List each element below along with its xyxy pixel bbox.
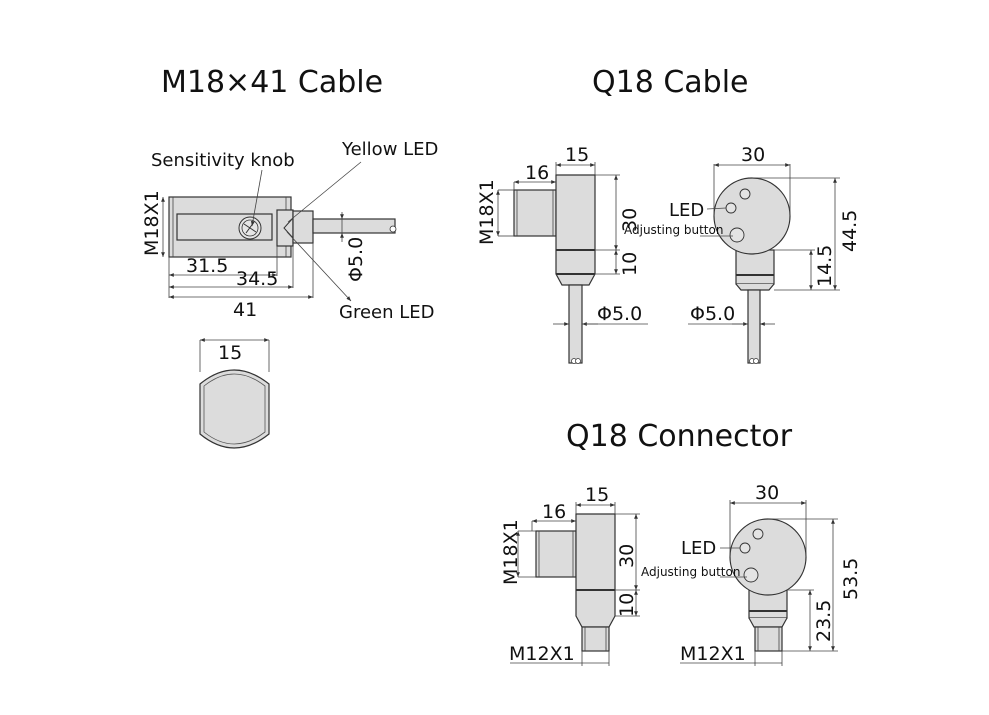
m18-cable-dim: Φ5.0 (345, 237, 367, 282)
q18k-front-width-dim: 30 (755, 482, 779, 504)
q18k-thread-dim: M18X1 (500, 519, 522, 585)
q18k-height-dim: 30 (616, 544, 638, 568)
led-icon (739, 188, 751, 200)
q18k-front-connector (754, 626, 783, 652)
q18k-connector-side-dim: M12X1 (509, 643, 575, 665)
q18c-height-dim: 30 (619, 208, 641, 232)
q18c-thread (513, 189, 557, 237)
m18-thread-dim: M18X1 (141, 190, 163, 256)
m18-cable-drawing: M18×41 Cable M18X1 31.5 34.5 (141, 65, 438, 449)
q18k-thread (535, 530, 577, 578)
q18k-side-body (575, 513, 616, 628)
green-led-label: Green LED (339, 302, 435, 323)
q18c-front-neck (735, 249, 775, 285)
q18c-thread-dim: M18X1 (476, 179, 498, 245)
led-icon (739, 542, 751, 554)
adjusting-button-icon (743, 567, 759, 583)
m18-led-block (276, 209, 294, 247)
q18-connector-drawing: Q18 Connector 16 15 M18X1 30 10 M12X1 (500, 419, 862, 666)
q18c-cable-front-dim: Φ5.0 (690, 303, 735, 325)
q18c-cable-side-dim: Φ5.0 (597, 303, 642, 325)
led-icon (725, 202, 737, 214)
q18k-front-body (729, 518, 807, 596)
q18k-connector-front-dim: M12X1 (680, 643, 746, 665)
m18-end-width-dim: 15 (218, 342, 242, 364)
q18k-side-connector (581, 626, 610, 652)
q18c-side-body (555, 174, 596, 286)
adjusting-button-icon (729, 227, 745, 243)
q18-cable-drawing: Q18 Cable 16 15 M18X1 30 10 Φ5.0 (476, 65, 861, 364)
q18c-front-width-dim: 30 (741, 144, 765, 166)
q18-connector-title: Q18 Connector (566, 419, 793, 454)
sensitivity-knob-label: Sensitivity knob (151, 150, 295, 171)
m18-cable (312, 218, 396, 234)
led-icon (752, 528, 764, 540)
q18k-neck-height-dim: 23.5 (813, 600, 835, 642)
q18-cable-title: Q18 Cable (592, 65, 749, 100)
q18c-side-cable (568, 284, 583, 364)
q18c-width-dim: 15 (565, 144, 589, 166)
q18k-neck-dim: 10 (616, 593, 638, 617)
q18k-adjusting-label: Adjusting button (641, 565, 740, 579)
q18c-neck-dim: 10 (619, 252, 641, 276)
q18k-thread-len-dim: 16 (542, 501, 566, 523)
q18c-front-cable (747, 289, 761, 364)
q18c-neck-height-dim: 14.5 (814, 245, 836, 287)
q18c-front-body (713, 177, 791, 255)
q18c-adjusting-label: Adjusting button (624, 223, 723, 237)
m18-dim-41: 41 (233, 299, 257, 321)
yellow-led-label: Yellow LED (341, 139, 438, 160)
q18k-led-label: LED (681, 538, 716, 559)
q18c-led-label: LED (669, 200, 704, 221)
m18-end-view: 15 (199, 338, 270, 449)
q18c-thread-len-dim: 16 (525, 162, 549, 184)
sensitivity-knob-icon (238, 216, 262, 240)
q18k-total-height-dim: 53.5 (840, 558, 862, 600)
m18-title: M18×41 Cable (161, 65, 383, 100)
m18-dim-34-5: 34.5 (236, 268, 278, 290)
m18-dim-31-5: 31.5 (186, 255, 228, 277)
q18k-width-dim: 15 (585, 484, 609, 506)
q18c-total-height-dim: 44.5 (839, 210, 861, 252)
